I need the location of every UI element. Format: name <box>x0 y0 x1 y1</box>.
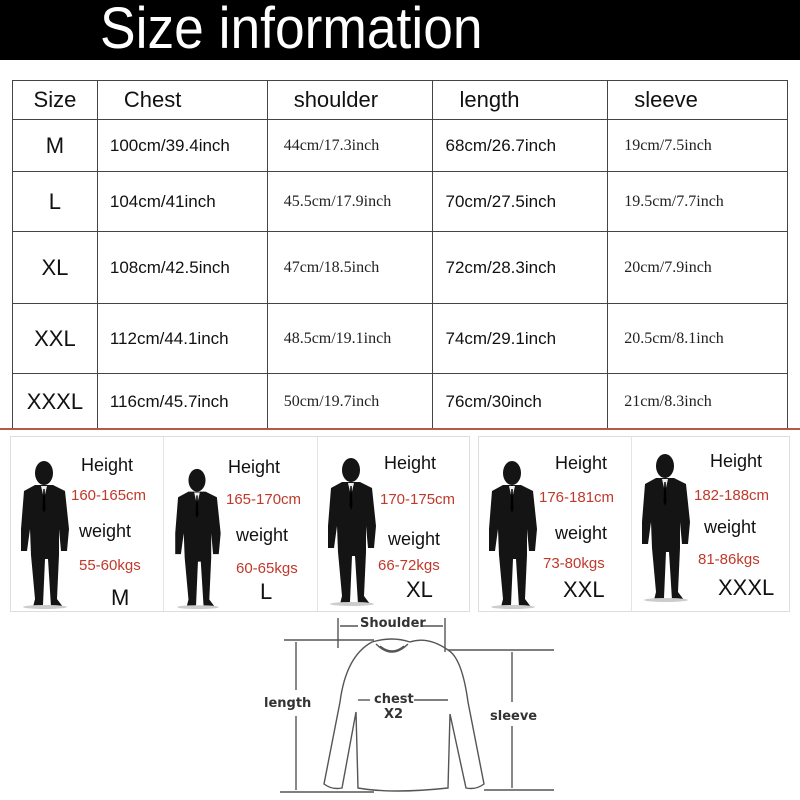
height-label: Height <box>81 455 134 475</box>
table-row: XL 108cm/42.5inch 47cm/18.5inch 72cm/28.… <box>12 231 788 304</box>
weight-label: weight <box>79 521 132 541</box>
man-silhouette-icon <box>15 459 73 609</box>
fit-card-l: Height 165-170cm weight 60-65kgs L <box>163 437 318 611</box>
length-cell: 72cm/28.3inch <box>432 231 609 304</box>
shoulder-cell: 50cm/19.7inch <box>266 373 434 430</box>
chest-cell: 104cm/41inch <box>96 171 268 232</box>
table-row: XXXL 116cm/45.7inch 50cm/19.7inch 76cm/3… <box>12 373 788 430</box>
table-row: L 104cm/41inch 45.5cm/17.9inch 70cm/27.5… <box>12 171 788 232</box>
weight-label: weight <box>236 525 289 545</box>
weight-range: 55-60kgs <box>79 557 141 574</box>
height-label: Height <box>384 453 437 473</box>
size-label: L <box>260 579 273 604</box>
table-header-row: Size Chest shoulder length sleeve <box>12 80 788 120</box>
shoulder-cell: 47cm/18.5inch <box>266 231 434 304</box>
table-row: M 100cm/39.4inch 44cm/17.3inch 68cm/26.7… <box>12 119 788 172</box>
fit-card-m: Height 160-165cm weight 55-60kgs M <box>11 437 163 611</box>
size-label: XL <box>406 577 433 602</box>
height-range: 182-188cm <box>694 487 770 504</box>
length-cell: 74cm/29.1inch <box>432 303 609 374</box>
height-range: 176-181cm <box>539 489 615 506</box>
weight-range: 66-72kgs <box>378 557 440 574</box>
length-cell: 76cm/30inch <box>432 373 609 430</box>
man-silhouette-icon <box>636 445 694 609</box>
fit-card-xl: Height 170-175cm weight 66-72kgs XL <box>317 437 470 611</box>
sleeve-label: sleeve <box>490 709 538 724</box>
column-header-shoulder: shoulder <box>266 80 434 120</box>
shoulder-cell: 44cm/17.3inch <box>266 119 434 172</box>
fit-card-xxl: Height 176-181cm weight 73-80kgs XXL <box>479 437 631 611</box>
page-title: Size information <box>100 0 483 61</box>
height-range: 165-170cm <box>226 491 302 508</box>
height-range: 170-175cm <box>380 491 456 508</box>
length-label: length <box>264 696 312 711</box>
height-label: Height <box>555 453 608 473</box>
chest-cell: 116cm/45.7inch <box>96 373 268 430</box>
shoulder-cell: 48.5cm/19.1inch <box>266 303 434 374</box>
column-header-size: Size <box>12 80 98 120</box>
size-cell: M <box>12 119 98 172</box>
weight-label: weight <box>555 523 608 543</box>
fit-card-xxxl: Height 182-188cm weight 81-86kgs XXXL <box>631 437 790 611</box>
tshirt-outline-icon <box>280 618 554 793</box>
length-cell: 68cm/26.7inch <box>432 119 609 172</box>
column-header-chest: Chest <box>96 80 268 120</box>
table-row: XXL 112cm/44.1inch 48.5cm/19.1inch 74cm/… <box>12 303 788 374</box>
height-range: 160-165cm <box>71 487 147 504</box>
fit-guide-panel-left: Height 160-165cm weight 55-60kgs M Heigh… <box>10 436 470 612</box>
size-cell: XXL <box>12 303 98 374</box>
fit-guide-panel-right: Height 176-181cm weight 73-80kgs XXL Hei… <box>478 436 790 612</box>
size-table: Size Chest shoulder length sleeve M 100c… <box>12 80 788 430</box>
size-cell: XXXL <box>12 373 98 430</box>
sleeve-cell: 20.5cm/8.1inch <box>607 303 788 374</box>
chest-multiplier-label: X2 <box>384 707 404 722</box>
column-header-sleeve: sleeve <box>607 80 788 120</box>
sleeve-cell: 21cm/8.3inch <box>607 373 788 430</box>
sleeve-cell: 19.5cm/7.7inch <box>607 171 788 232</box>
man-silhouette-icon <box>483 459 541 609</box>
shoulder-cell: 45.5cm/17.9inch <box>266 171 434 232</box>
man-silhouette-icon <box>168 467 226 609</box>
column-header-length: length <box>432 80 609 120</box>
weight-range: 60-65kgs <box>236 560 298 577</box>
shoulder-label: Shoulder <box>360 616 426 631</box>
section-divider <box>0 428 800 430</box>
height-label: Height <box>228 457 281 477</box>
title-bar: Size information <box>0 0 800 61</box>
chest-cell: 108cm/42.5inch <box>96 231 268 304</box>
measurement-diagram: Shoulder length chest X2 sleeve <box>262 612 558 798</box>
weight-range: 81-86kgs <box>698 551 760 568</box>
chest-cell: 112cm/44.1inch <box>96 303 268 374</box>
sleeve-cell: 20cm/7.9inch <box>607 231 788 304</box>
height-label: Height <box>710 451 763 471</box>
weight-label: weight <box>388 529 441 549</box>
size-cell: XL <box>12 231 98 304</box>
size-cell: L <box>12 171 98 232</box>
sleeve-cell: 19cm/7.5inch <box>607 119 788 172</box>
weight-range: 73-80kgs <box>543 555 605 572</box>
chest-cell: 100cm/39.4inch <box>96 119 268 172</box>
weight-label: weight <box>704 517 757 537</box>
size-label: M <box>111 585 130 610</box>
chest-label: chest <box>374 692 414 707</box>
man-silhouette-icon <box>322 453 380 609</box>
length-cell: 70cm/27.5inch <box>432 171 609 232</box>
size-label: XXXL <box>718 575 775 600</box>
size-label: XXL <box>563 577 605 602</box>
